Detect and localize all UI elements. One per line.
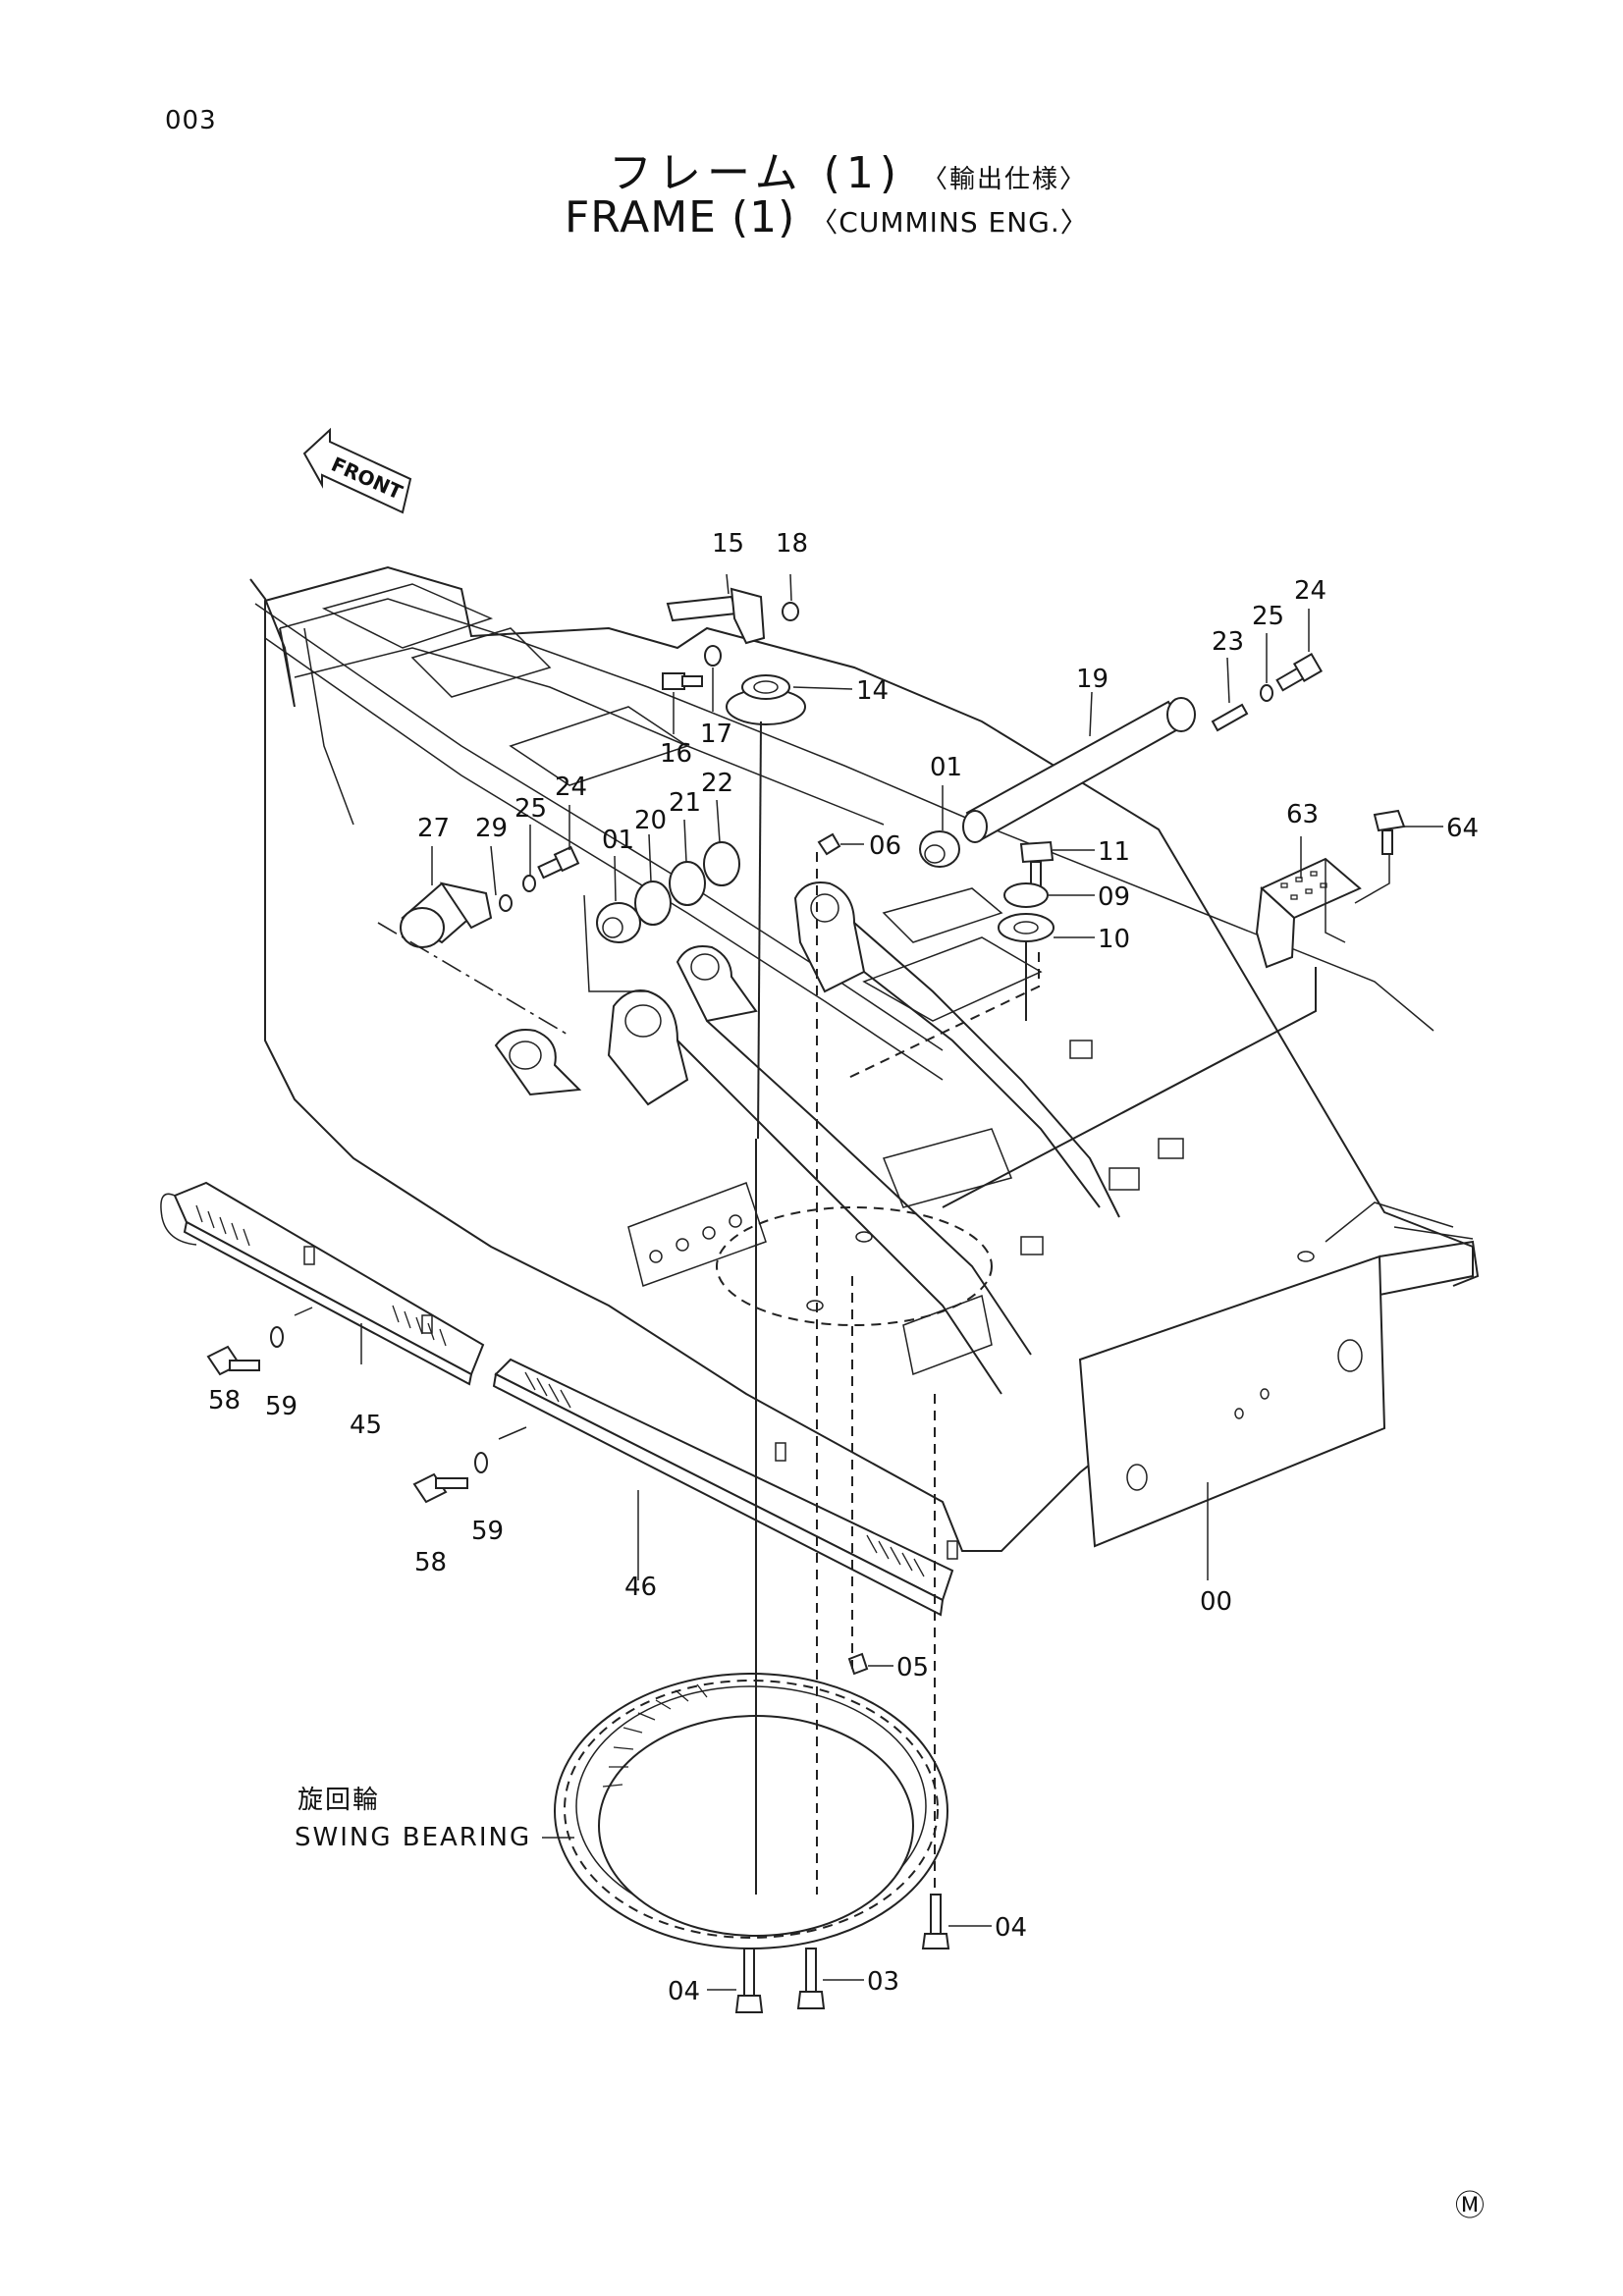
shim-21 [669, 861, 706, 906]
label-01-right: 01 [930, 753, 962, 782]
bolt-58-lower [412, 1472, 468, 1504]
nut-06 [817, 832, 841, 856]
label-16: 16 [660, 739, 692, 769]
washer-18 [782, 602, 799, 621]
label-22: 22 [701, 769, 733, 798]
bolt-64 [1373, 809, 1406, 855]
bolt-03-bottom [796, 1948, 826, 2009]
label-19: 19 [1076, 665, 1109, 694]
label-23: 23 [1212, 627, 1244, 657]
bushing-01-left [596, 902, 641, 943]
swing-bearing-jp: 旋回輪 [298, 1786, 380, 1815]
label-63: 63 [1286, 800, 1319, 829]
title-japanese: フレーム (1) 〈輸出仕様〉 [609, 137, 1087, 200]
shim-22 [703, 841, 740, 886]
label-11: 11 [1098, 837, 1130, 867]
stopper-pin-23 [1211, 703, 1249, 732]
label-25-right: 25 [1252, 602, 1284, 631]
swing-bearing-en: SWING BEARING [295, 1823, 531, 1852]
label-01-left: 01 [602, 826, 634, 855]
label-06: 06 [869, 831, 901, 861]
boom-bracket-left [494, 989, 689, 1106]
bolt-04-bottom [734, 1948, 764, 2013]
title-jp-main: フレーム (1) [609, 148, 902, 198]
label-58-lower: 58 [414, 1548, 447, 1577]
label-04-bottom: 04 [668, 1977, 700, 2006]
title-english: FRAME (1) 〈CUMMINS ENG.〉 [565, 192, 1089, 242]
bolt-24-left [537, 845, 580, 880]
washer-59-lower [474, 1452, 488, 1473]
label-09: 09 [1098, 882, 1130, 912]
label-29: 29 [475, 814, 508, 843]
label-03: 03 [867, 1967, 899, 1997]
pin-19 [962, 697, 1196, 843]
bolt-58-upper [206, 1345, 260, 1376]
title-en-main: FRAME (1) [565, 192, 796, 242]
step-45 [160, 1181, 485, 1386]
label-59-upper: 59 [265, 1392, 298, 1421]
title-jp-sub: 〈輸出仕様〉 [922, 165, 1088, 194]
label-10: 10 [1098, 925, 1130, 954]
title-en-sub: 〈CUMMINS ENG.〉 [810, 206, 1089, 239]
washer-25-right [1260, 684, 1273, 702]
label-24-right: 24 [1294, 576, 1326, 606]
label-58-upper: 58 [208, 1386, 241, 1415]
label-45: 45 [350, 1411, 382, 1440]
marker-m-icon: Ⓜ [1455, 2189, 1485, 2223]
label-21: 21 [669, 788, 701, 818]
label-17: 17 [700, 720, 732, 749]
bolt-11 [1019, 840, 1055, 890]
label-04-right: 04 [995, 1913, 1027, 1943]
label-46: 46 [624, 1573, 657, 1602]
label-24-left: 24 [555, 773, 587, 802]
cap-14 [726, 674, 806, 725]
pin-15 [666, 587, 766, 645]
shim-20 [634, 881, 672, 926]
leader-lines [294, 721, 1390, 1895]
washer-29 [499, 894, 513, 912]
plate-09 [1003, 882, 1049, 908]
gasket-10 [998, 913, 1055, 942]
bolt-04-right [921, 1894, 950, 1949]
boom-bracket-right [676, 881, 866, 1023]
label-64: 64 [1446, 814, 1479, 843]
bushing-01-right [919, 830, 960, 868]
step-46 [492, 1358, 958, 1617]
bolt-24-right [1275, 652, 1324, 692]
page-number: 003 [165, 106, 217, 135]
label-18: 18 [776, 529, 808, 559]
label-05: 05 [896, 1653, 929, 1682]
bolt-16 [662, 672, 703, 690]
main-frame [249, 565, 1480, 1552]
part-labels: 00 01 01 03 04 04 05 06 09 10 11 14 15 1… [208, 529, 1479, 2006]
label-14: 14 [856, 676, 889, 706]
label-00: 00 [1200, 1587, 1232, 1617]
swing-bearing [554, 1673, 948, 1949]
step-63 [1255, 857, 1362, 969]
washer-59-upper [270, 1326, 284, 1348]
label-15: 15 [712, 529, 744, 559]
washer-17 [704, 645, 722, 667]
label-leaders [431, 573, 1443, 1991]
label-27: 27 [417, 814, 450, 843]
front-arrow-icon: FRONT [302, 427, 412, 514]
label-20: 20 [634, 806, 667, 835]
label-59-lower: 59 [471, 1517, 504, 1546]
washer-25-left [522, 875, 536, 892]
label-25-left: 25 [514, 794, 547, 824]
pin-27 [400, 881, 493, 948]
